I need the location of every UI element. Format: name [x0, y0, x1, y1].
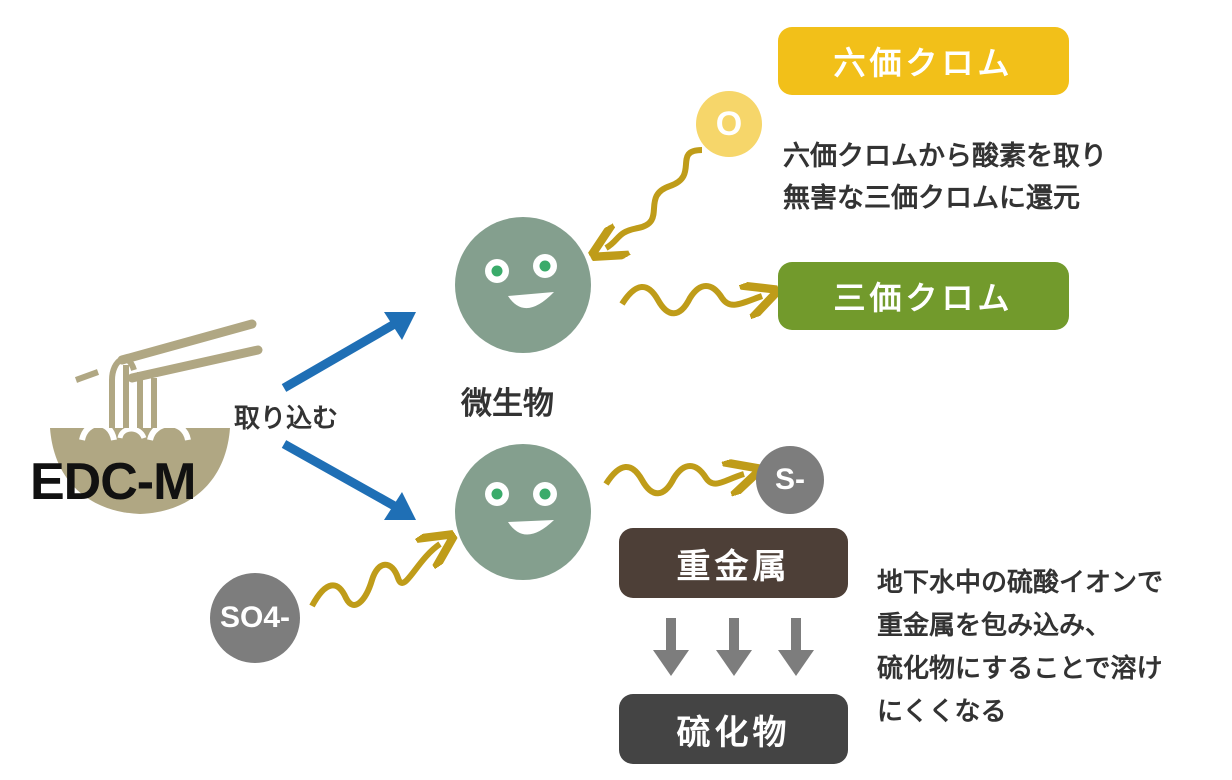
- down-arrow-icon: [778, 618, 814, 676]
- noodle-bowl-icon: [50, 319, 263, 514]
- wave-to-sulfur: [603, 466, 744, 493]
- down-arrow-icon: [653, 618, 689, 676]
- sulfate-note-line: 重金属を包み込み、: [877, 611, 1112, 641]
- microbe-label: 微生物: [461, 386, 554, 422]
- chromium-note: 六価クロムから酸素を取り 無害な三価クロムに還元: [783, 136, 1107, 220]
- intake-arrow-up: [281, 312, 416, 392]
- sulfide-pill: 硫化物: [619, 694, 848, 764]
- sulfate-note: 地下水中の硫酸イオンで 重金属を包み込み、 硫化物にすることで溶け にくくなる: [877, 562, 1232, 734]
- hexavalent-chromium-pill: 六価クロム: [778, 27, 1069, 95]
- edc-name: EDC-M: [30, 453, 196, 511]
- sulfate-note-line: 硫化物にすることで溶け: [877, 654, 1163, 684]
- microbe-top: [455, 217, 591, 353]
- trivalent-chromium-pill: 三価クロム: [778, 262, 1069, 330]
- intake-label: 取り込む: [234, 404, 339, 434]
- sulfur-ion: S-: [756, 446, 824, 514]
- sulfate-note-line: 地下水中の硫酸イオンで: [877, 568, 1164, 598]
- wave-oxygen-to-microbe: [606, 147, 703, 248]
- oxygen-ion-circle: [696, 91, 762, 157]
- microbe-bottom: [455, 444, 591, 580]
- sulfate-ion: SO4-: [210, 573, 300, 663]
- oxygen-ion: O: [715, 104, 743, 143]
- intake-arrow-down: [281, 440, 416, 520]
- down-arrow-icon: [716, 618, 752, 676]
- wave-sulfate-to-microbe: [309, 544, 440, 608]
- chromium-note-line: 六価クロムから酸素を取り: [783, 141, 1107, 172]
- wave-to-trivalent: [619, 286, 762, 313]
- heavy-metal-pill: 重金属: [619, 528, 848, 598]
- chromium-note-line: 無害な三価クロムに還元: [783, 183, 1080, 214]
- sulfate-note-line: にくくなる: [877, 697, 1007, 727]
